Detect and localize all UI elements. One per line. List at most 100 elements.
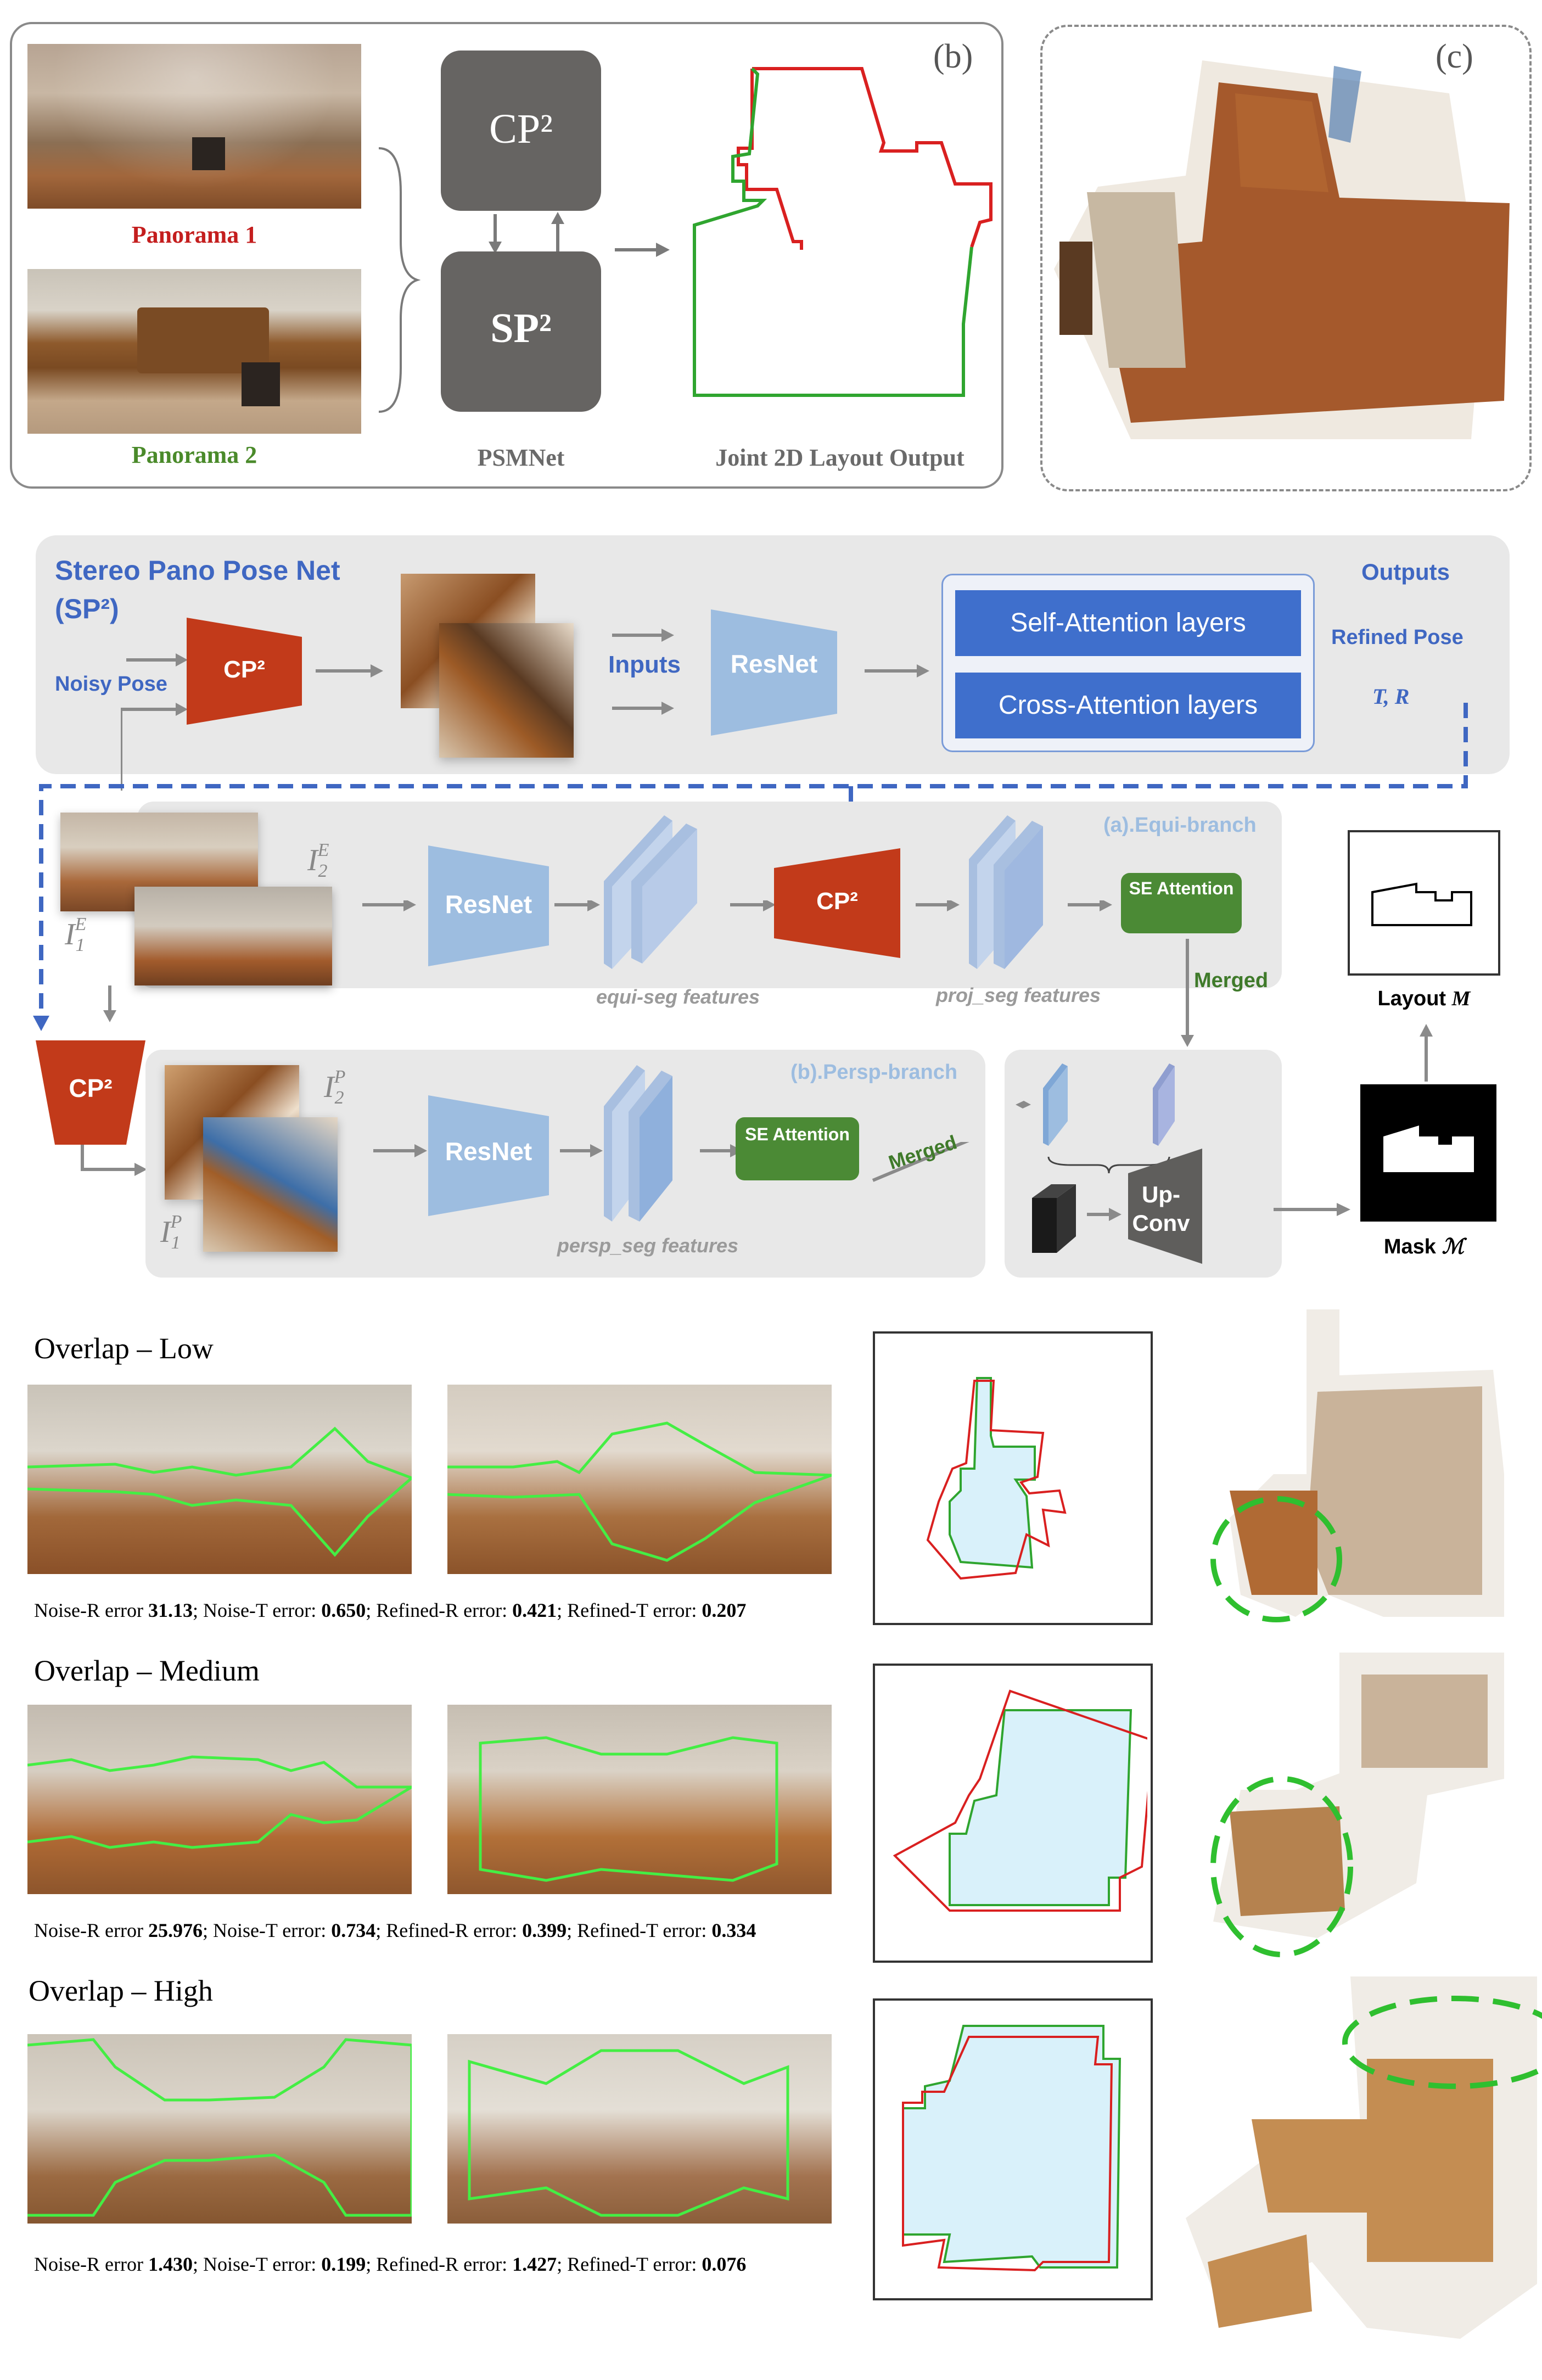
panorama-1-image — [27, 44, 361, 209]
caption-value: 0.650 — [321, 1599, 366, 1621]
result-low-caption: Noise-R error 31.13; Noise-T error: 0.65… — [34, 1599, 746, 1622]
upconv-panel-contents — [1016, 1063, 1202, 1264]
mask-output-shape — [1383, 1125, 1474, 1172]
caption-text: Noise-R error — [34, 1919, 148, 1941]
sp2-title: Stereo Pano Pose Net — [55, 555, 340, 586]
caption-text: ; Noise-T error: — [202, 1919, 332, 1941]
cp2-trapezoid-sp2 — [187, 618, 302, 725]
result-high-pano-1 — [27, 2034, 412, 2224]
outputs-label: Outputs — [1361, 559, 1450, 585]
top-panel-c — [1040, 25, 1532, 491]
resnet-block-persp — [428, 1095, 549, 1216]
caption-value: 1.427 — [512, 2253, 557, 2275]
sp2-arrows — [121, 629, 929, 791]
joint-layout-output — [693, 67, 993, 397]
caption-value: 0.399 — [522, 1919, 567, 1941]
se-equi-down-arrow — [1181, 939, 1194, 1047]
i1e-symbol: IE1 — [65, 914, 87, 955]
result-high-pano-2 — [447, 2034, 832, 2224]
caption-text: ; Noise-T error: — [192, 1599, 322, 1621]
result-low-pano-2 — [447, 1385, 832, 1574]
proj-seg-features — [969, 815, 1043, 969]
caption-text: ; Refined-T error: — [557, 2253, 702, 2275]
panorama-2-image — [27, 269, 361, 434]
caption-value: 31.13 — [148, 1599, 193, 1621]
resnet-block-equi — [428, 845, 549, 966]
cp2-trapezoid-equi-label: CP² — [816, 888, 858, 915]
result-medium-layout — [893, 1689, 1147, 1912]
caption-text: ; Refined-T error: — [567, 1919, 712, 1941]
result-medium-pano-1 — [27, 1705, 412, 1894]
persp-branch-arrows — [373, 1142, 969, 1182]
resnet-block-sp2 — [711, 609, 837, 736]
persp-seg-features — [604, 1065, 672, 1222]
merged-label-equi: Merged — [1194, 969, 1269, 992]
caption-value: 25.976 — [148, 1919, 203, 1941]
caption-text: Noise-R error — [34, 2253, 148, 2275]
mask-to-layout-arrow — [1420, 1024, 1433, 1082]
mask-output-label: Mask ℳ — [1383, 1235, 1465, 1258]
persp-cp2-arrow — [81, 1145, 147, 1176]
upconv-label: Up-Conv — [1132, 1181, 1190, 1236]
panorama-2-label: Panorama 2 — [131, 441, 257, 468]
caption-value: 0.421 — [512, 1599, 557, 1621]
refined-pose-label: Refined Pose — [1331, 626, 1464, 649]
se-attention-equi: SE Attention — [1121, 873, 1242, 933]
sp2-block-top — [441, 251, 601, 412]
caption-text: Noise-R error — [34, 1599, 148, 1621]
result-high-layout — [902, 2025, 1122, 2272]
equi-branch-label: (a).Equi-branch — [1103, 814, 1257, 837]
caption-value: 0.076 — [702, 2253, 747, 2275]
result-high-title: Overlap – High — [29, 1974, 213, 2007]
caption-value: 1.430 — [148, 2253, 193, 2275]
panel-c-tag: (c) — [1436, 38, 1473, 75]
result-high-caption: Noise-R error 1.430; Noise-T error: 0.19… — [34, 2253, 746, 2276]
i1p-symbol: IP1 — [160, 1212, 182, 1253]
floorplan-3d-render — [1054, 60, 1510, 439]
result-medium-caption: Noise-R error 25.976; Noise-T error: 0.7… — [34, 1919, 756, 1942]
layout-output-label: Layout M — [1377, 987, 1471, 1010]
result-low-layout — [926, 1377, 1067, 1580]
resnet-block-persp-label: ResNet — [445, 1137, 532, 1166]
result-medium-title: Overlap – Medium — [34, 1654, 260, 1687]
result-low-render — [1210, 1309, 1504, 1622]
cp2-trapezoid-equi — [774, 848, 900, 958]
caption-value: 0.734 — [331, 1919, 376, 1941]
result-high-render — [1186, 1976, 1542, 2339]
cross-attention-layers: Cross-Attention layers — [955, 673, 1301, 738]
persp-image-1 — [203, 1117, 338, 1252]
caption-text: ; Refined-R error: — [366, 1599, 513, 1621]
equi-image-1 — [134, 887, 332, 985]
sp2-block-top-label: SP² — [490, 305, 552, 351]
caption-text: ; Noise-T error: — [192, 2253, 322, 2275]
proj-seg-features-label: proj_seg features — [935, 984, 1101, 1006]
self-attention-layers: Self-Attention layers — [955, 590, 1301, 656]
caption-value: 0.207 — [702, 1599, 747, 1621]
persp-seg-features-label: persp_seg features — [557, 1234, 739, 1257]
caption-text: ; Refined-R error: — [366, 2253, 513, 2275]
result-medium-pano-2 — [447, 1705, 832, 1894]
sp2-input-image-2 — [439, 623, 574, 758]
persp-branch-label: (b).Persp-branch — [790, 1061, 958, 1084]
upconv-to-mask-arrow — [1274, 1203, 1350, 1216]
cp2-trapezoid-persp — [36, 1040, 145, 1145]
resnet-block-equi-label: ResNet — [445, 890, 532, 919]
cp2-trapezoid-persp-label: CP² — [69, 1074, 113, 1102]
se-attention-persp: SE Attention — [736, 1117, 859, 1180]
top-panel-b — [10, 22, 1003, 489]
panorama-1-label: Panorama 1 — [131, 221, 257, 248]
caption-text: ; Refined-R error: — [375, 1919, 523, 1941]
equi-seg-features — [604, 815, 697, 969]
cp2-trapezoid-sp2-label: CP² — [223, 656, 265, 683]
cp2-block-top-label: CP² — [489, 106, 553, 152]
result-low-title: Overlap – Low — [34, 1332, 214, 1365]
caption-text: ; Refined-T error: — [557, 1599, 702, 1621]
caption-value: 0.334 — [711, 1919, 756, 1941]
resnet-block-sp2-label: ResNet — [730, 649, 818, 678]
layout-output-shape — [1371, 882, 1472, 926]
panel-b-tag: (b) — [933, 38, 973, 75]
result-medium-render — [1210, 1653, 1504, 1957]
result-low-pano-1 — [27, 1385, 412, 1574]
t-r-label: T, R — [1372, 684, 1410, 709]
psmnet-label: PSMNet — [477, 444, 565, 471]
